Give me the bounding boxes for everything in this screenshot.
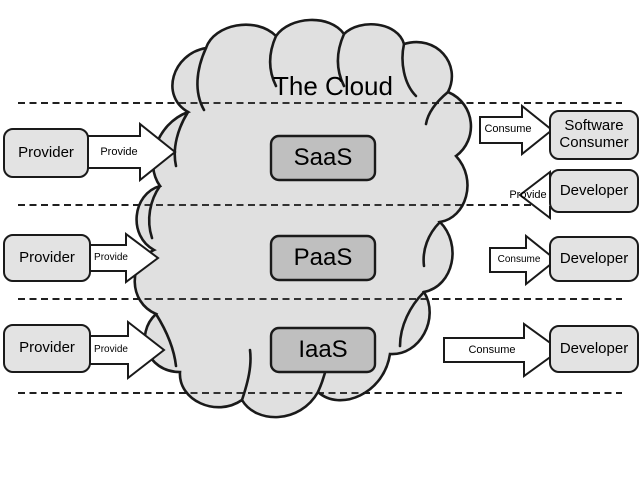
provider-paas-group[interactable]	[3, 232, 160, 284]
consume-arrow-developer-iaas	[443, 322, 562, 378]
provide-arrow-iaas	[87, 319, 166, 381]
cloud-seam-11	[240, 348, 252, 402]
consumer-box-software-consumer	[549, 110, 639, 160]
provider-box-saas	[3, 128, 89, 178]
provider-box-iaas	[3, 324, 91, 373]
cloud-seam-8	[422, 220, 442, 268]
service-box-paas-hit[interactable]	[271, 236, 375, 280]
developer-saas-group[interactable]	[518, 169, 639, 221]
developer-iaas-group[interactable]	[443, 322, 639, 378]
consume-arrow-software-consumer	[479, 103, 554, 157]
service-boxes[interactable]	[269, 134, 377, 374]
service-box-paas	[269, 234, 377, 282]
provider-box-paas	[3, 234, 91, 282]
cloud-seam-1	[196, 46, 208, 112]
divider-lines-front	[18, 102, 622, 394]
provider-box-paas-hit[interactable]	[4, 235, 90, 281]
software-consumer-group[interactable]	[479, 103, 639, 160]
consumer-box-developer-iaas-hit[interactable]	[550, 326, 638, 372]
consumer-box-developer-paas	[549, 236, 639, 282]
provider-box-iaas-hit[interactable]	[4, 325, 90, 372]
cloud-seam-3	[336, 32, 346, 88]
service-box-saas	[269, 134, 377, 182]
provider-saas-group[interactable]	[3, 121, 177, 183]
cloud-shape	[133, 18, 473, 419]
provide-arrow-paas	[87, 232, 160, 284]
cloud-seam-7	[147, 184, 162, 240]
cloud-seam-10	[154, 312, 178, 368]
provider-iaas-group[interactable]	[3, 319, 166, 381]
service-box-iaas-hit[interactable]	[271, 328, 375, 372]
provide-arrow-saas	[85, 121, 177, 183]
cloud-seam-4	[401, 42, 418, 98]
cloud-seam-6	[173, 110, 190, 168]
consumer-box-developer-paas-hit[interactable]	[550, 237, 638, 281]
developer-paas-group[interactable]	[489, 233, 639, 287]
consumer-box-developer-iaas	[549, 325, 639, 373]
consumer-box-developer-saas	[549, 169, 639, 213]
consume-arrow-developer-paas	[489, 233, 558, 287]
provider-box-saas-hit[interactable]	[4, 129, 88, 177]
cloud-seam-9	[398, 290, 426, 348]
cloud-seam-5	[424, 90, 450, 126]
cloud-seam-2	[268, 34, 278, 88]
consumer-box-developer-saas-hit[interactable]	[550, 170, 638, 212]
service-box-saas-hit[interactable]	[271, 136, 375, 180]
consumer-box-software-consumer-hit[interactable]	[550, 111, 638, 159]
service-box-iaas	[269, 326, 377, 374]
